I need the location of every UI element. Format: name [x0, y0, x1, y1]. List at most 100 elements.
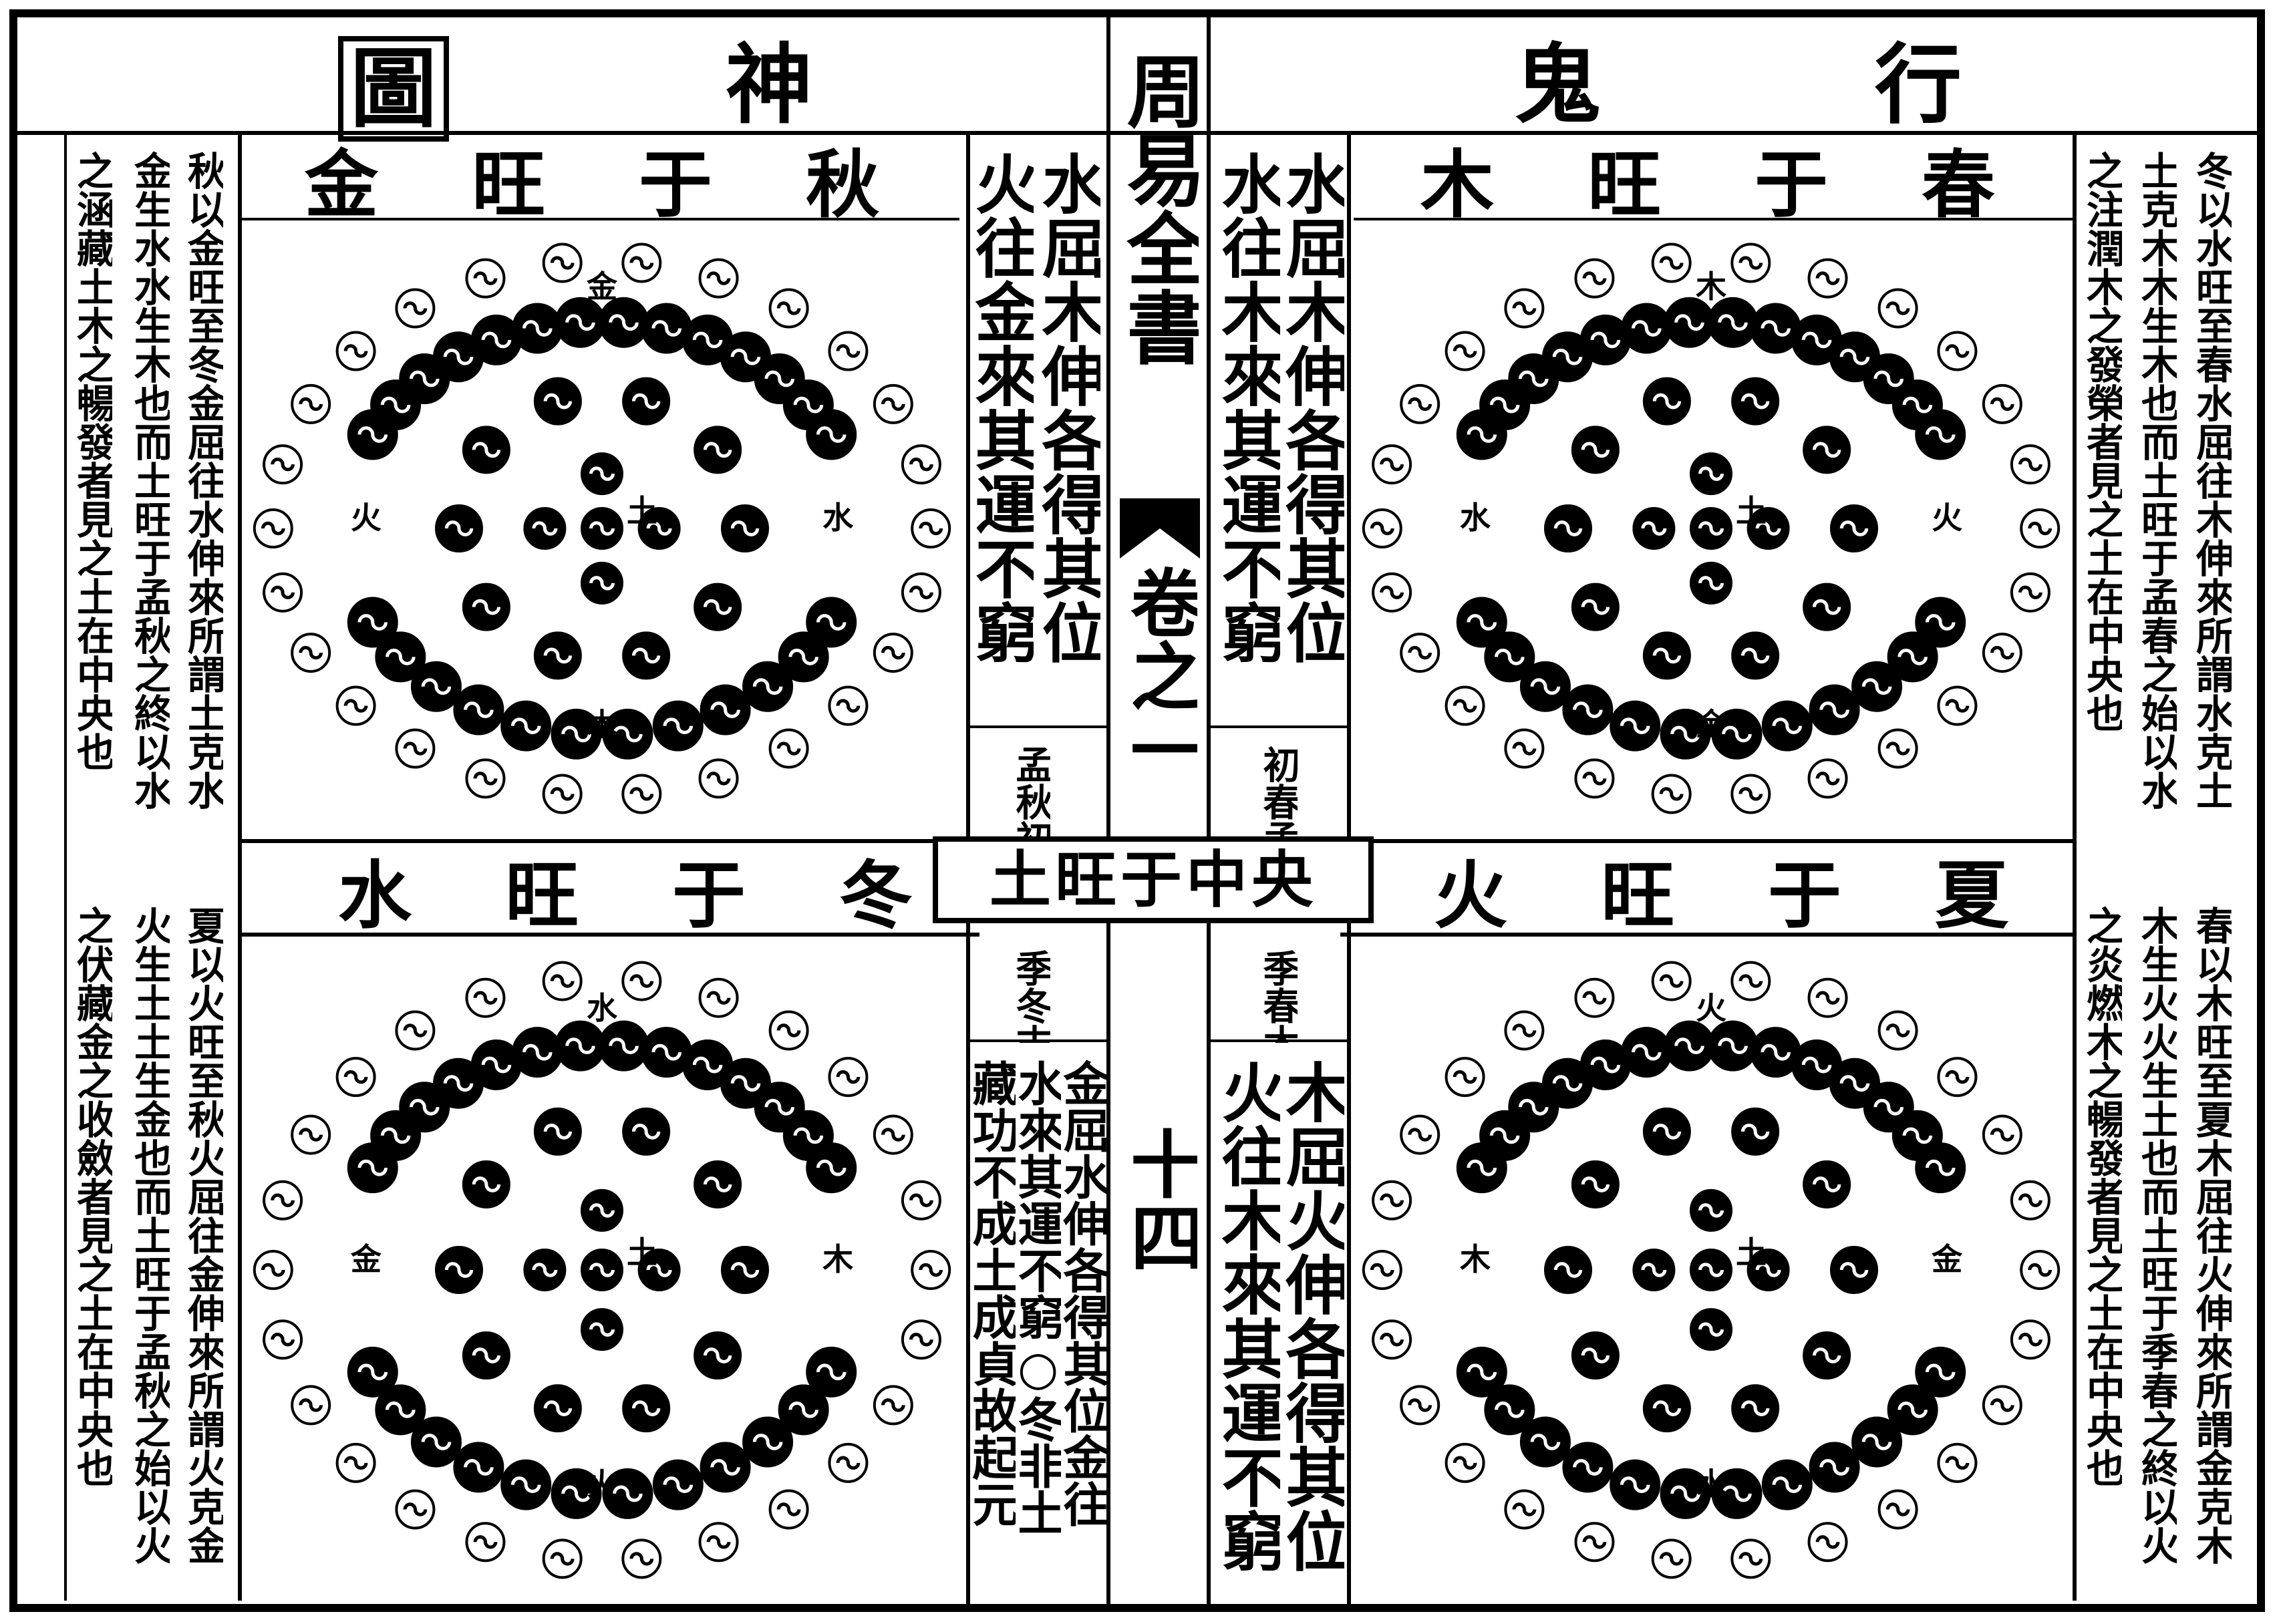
- inner-dark-orb: [1642, 1107, 1691, 1156]
- core-dark-orb: [1690, 561, 1732, 605]
- left-margin-rule: [64, 131, 67, 1601]
- tr-title-rule: [1354, 218, 2075, 220]
- outer-dark-orb: [1484, 1384, 1535, 1436]
- outer-dark-orb: [1750, 1027, 1801, 1078]
- outer-light-orb: [1877, 1489, 1918, 1530]
- outer-dark-orb: [1707, 1020, 1759, 1072]
- outer-light-orb: [1982, 383, 2022, 424]
- inner-dark-orb: [1731, 1107, 1780, 1156]
- tl-season-label: 孟秋初: [1013, 746, 1050, 839]
- outer-light-orb: [768, 288, 809, 329]
- core-dark-orb: [1632, 507, 1676, 550]
- tr-side-col-2: 土克木木生木也而土旺于孟春之始以水: [2138, 151, 2177, 810]
- mark-bottom: 水: [1696, 1466, 1727, 1502]
- outer-dark-orb: [778, 1384, 829, 1436]
- outer-dark-orb: [1519, 1416, 1571, 1468]
- core-dark-orb: [1632, 1249, 1676, 1291]
- core-dark-orb: [1747, 507, 1790, 550]
- tl-side-col-3: 之涵藏土木之暢發者見之土在中央也: [73, 151, 112, 771]
- inner-dark-orb: [1571, 426, 1620, 474]
- outer-dark-orb: [806, 1142, 857, 1194]
- outer-dark-orb: [1664, 1020, 1715, 1072]
- outer-light-orb: [901, 1180, 941, 1221]
- outer-light-orb: [698, 1522, 739, 1563]
- middle-divider-right: [1211, 839, 2073, 843]
- outer-light-orb: [873, 633, 913, 673]
- mark-center: 土: [1736, 1235, 1767, 1271]
- outer-dark-orb: [1750, 303, 1801, 354]
- tl-note-sep: [966, 725, 1106, 728]
- inner-dark-orb: [1642, 1384, 1691, 1433]
- inner-dark-orb: [622, 1107, 671, 1156]
- outer-light-orb: [1574, 1522, 1615, 1563]
- mark-right: 木: [822, 1241, 853, 1277]
- inner-dark-orb: [1571, 1160, 1620, 1208]
- inner-dark-orb: [1544, 1246, 1592, 1294]
- outer-light-orb: [1730, 242, 1771, 283]
- outer-light-orb: [335, 331, 376, 371]
- outer-light-orb: [542, 242, 583, 283]
- bl-note-rule: [966, 886, 970, 1604]
- outer-light-orb: [1651, 1538, 1692, 1579]
- tr-note-rule: [1347, 131, 1351, 839]
- outer-dark-orb: [700, 684, 751, 736]
- outer-dark-orb: [1791, 1039, 1843, 1091]
- outer-light-orb: [253, 1250, 293, 1290]
- outer-light-orb: [263, 572, 303, 613]
- outer-dark-orb: [375, 631, 426, 683]
- bl-note-sep: [966, 1039, 1106, 1042]
- outer-dark-orb: [742, 661, 794, 712]
- outer-dark-orb: [551, 1468, 602, 1519]
- outer-dark-orb: [347, 1346, 398, 1398]
- outer-light-orb: [1574, 258, 1615, 299]
- inner-dark-orb: [1571, 583, 1620, 631]
- outer-dark-orb: [410, 1416, 462, 1468]
- inner-dark-orb: [1830, 504, 1878, 552]
- outer-dark-orb: [1542, 1058, 1593, 1109]
- outer-light-orb: [1504, 1489, 1545, 1530]
- outer-light-orb: [1877, 728, 1918, 769]
- outer-dark-orb: [806, 597, 857, 648]
- tr-yin-yang-diagram: 木土金水火: [1362, 242, 2061, 814]
- inner-dark-orb: [533, 1384, 582, 1433]
- mark-left: 火: [351, 500, 382, 536]
- center-banner: 土旺于中央: [933, 836, 1374, 923]
- outer-dark-orb: [1707, 297, 1759, 348]
- outer-light-orb: [465, 1522, 506, 1563]
- outer-dark-orb: [598, 297, 649, 348]
- outer-dark-orb: [1562, 684, 1614, 736]
- outer-light-orb: [1937, 331, 1978, 371]
- bl-title: 水旺于冬: [338, 852, 1006, 939]
- outer-light-orb: [1937, 685, 1978, 726]
- outer-dark-orb: [1809, 1442, 1860, 1493]
- outer-light-orb: [1730, 774, 1771, 814]
- outer-light-orb: [335, 1057, 376, 1098]
- outer-light-orb: [1362, 1250, 1402, 1290]
- outer-light-orb: [1574, 758, 1615, 799]
- tr-note-sep: [1211, 725, 1347, 728]
- bl-side-col-1: 夏以火旺至秋火屈往金伸來所謂火克金: [184, 906, 223, 1565]
- inner-dark-orb: [721, 504, 769, 552]
- outer-light-orb: [1445, 1442, 1485, 1483]
- outer-dark-orb: [602, 708, 653, 760]
- core-dark-orb: [1690, 452, 1732, 496]
- br-note-sep: [1211, 1039, 1347, 1042]
- inner-dark-orb: [721, 1246, 769, 1294]
- page-number: 十四: [1124, 1126, 1197, 1273]
- mark-right: 水: [822, 500, 854, 536]
- outer-light-orb: [1982, 633, 2022, 673]
- outer-light-orb: [901, 572, 941, 613]
- outer-dark-orb: [1484, 631, 1535, 683]
- outer-light-orb: [621, 774, 662, 814]
- outer-dark-orb: [1915, 409, 1966, 460]
- outer-light-orb: [768, 728, 809, 769]
- inner-dark-orb: [694, 1331, 742, 1380]
- outer-light-orb: [542, 961, 583, 1001]
- mark-bottom: 火: [587, 1466, 617, 1502]
- core-dark-orb: [637, 507, 681, 550]
- mark-bottom: 金: [1695, 706, 1727, 742]
- br-side-col-1: 春以木旺至夏木屈往火伸來所謂金克木: [2193, 906, 2232, 1565]
- outer-dark-orb: [1711, 1468, 1763, 1519]
- outer-dark-orb: [806, 409, 857, 460]
- core-dark-orb: [523, 1249, 567, 1291]
